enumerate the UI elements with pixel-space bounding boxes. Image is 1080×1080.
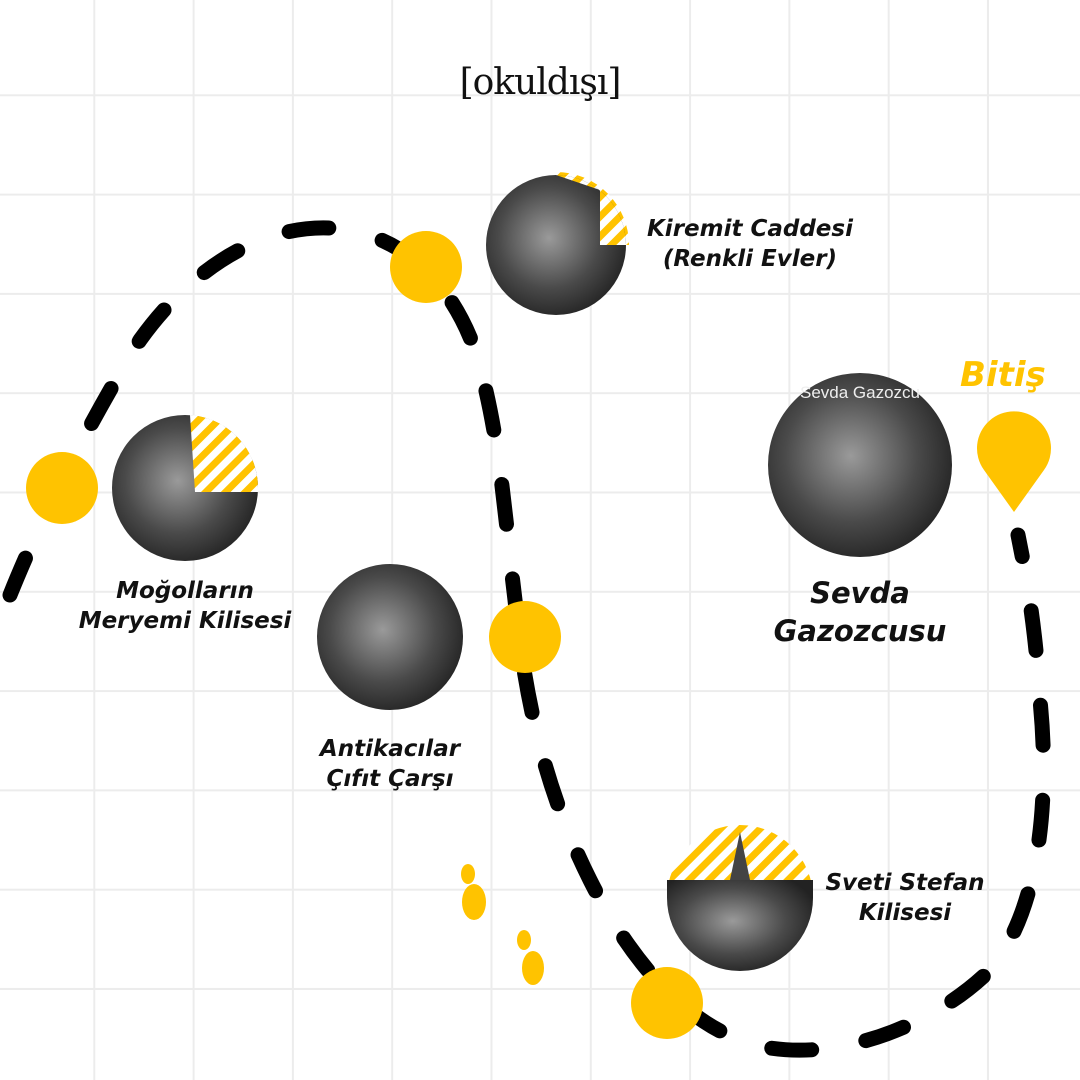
stop-subtitle: Meryemi Kilisesi [78, 608, 292, 634]
photo-sevda-gazozcusu: Sevda Gazozcu [768, 373, 952, 557]
stop-label-kiremit: Kiremit Caddesi (Renkli Evler) [640, 214, 860, 274]
stop-dot [631, 967, 703, 1039]
stop-subtitle: Gazozcusu [773, 614, 947, 648]
photo-sign-text: Sevda Gazozcu [800, 383, 920, 402]
photo-mogollarin-meryemi [112, 415, 259, 561]
stop-label-mogollarin: Moğolların Meryemi Kilisesi [70, 576, 300, 636]
end-label: Bitiş [960, 355, 1046, 395]
stop-dot [26, 452, 98, 524]
stop-name: Sevda [810, 576, 910, 610]
stop-name: Antikacılar [319, 736, 461, 762]
stop-dot [390, 231, 462, 303]
map-pin-icon [977, 411, 1051, 512]
brand-logo: [okuldışı] [459, 62, 622, 103]
stop-name: Sveti Stefan [825, 870, 985, 896]
stop-label-sveti-stefan: Sveti Stefan Kilisesi [810, 868, 1000, 928]
stop-dot [489, 601, 561, 673]
stop-label-antikacilar: Antikacılar Çıfıt Çarşı [290, 734, 490, 794]
stop-subtitle: Çıfıt Çarşı [326, 766, 454, 792]
footprints-icon [461, 864, 544, 985]
stop-subtitle: Kilisesi [858, 900, 952, 926]
photo-kiremit-caddesi [486, 172, 629, 315]
stop-name: Moğolların [116, 578, 254, 604]
photo-sveti-stefan [667, 825, 813, 971]
stop-label-sevda: Sevda Gazozcusu [740, 574, 980, 650]
stop-subtitle: (Renkli Evler) [662, 246, 838, 272]
stop-name: Kiremit Caddesi [646, 216, 853, 242]
photo-antikacilar [317, 564, 463, 710]
dashed-route-path [2, 220, 1051, 1058]
